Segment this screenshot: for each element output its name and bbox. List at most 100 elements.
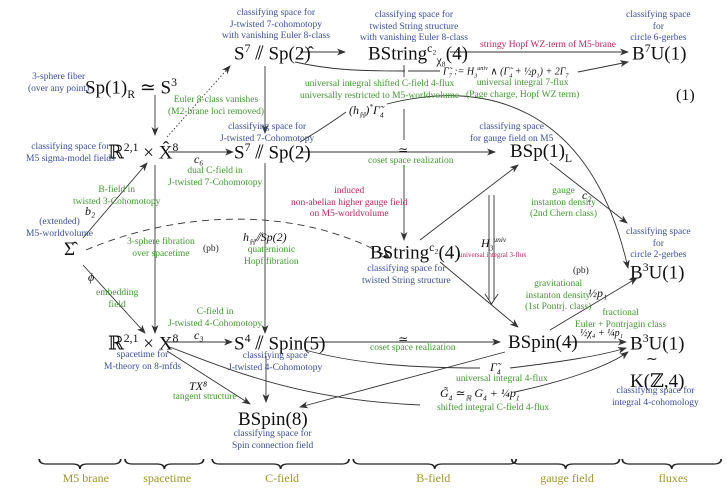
edge-bspin4-bspin8 xyxy=(299,351,506,409)
label-line: J-twisted 7-Cohomotopy xyxy=(168,177,263,188)
label-h3: H3univ xyxy=(481,235,507,253)
label-line: integral 4-cohomology xyxy=(612,397,699,408)
label-line: J-twisted 4-Cohomotopy xyxy=(228,362,323,373)
label-line: circle 2-gerbes xyxy=(630,250,687,260)
label-line: coset space realization xyxy=(370,343,456,353)
label-line: gauge xyxy=(552,186,575,196)
label-line: tangent structure xyxy=(173,392,237,402)
label-line: Spin connection field xyxy=(232,440,314,451)
label-line: instanton density xyxy=(525,290,591,301)
label-c3: c₃ xyxy=(194,328,204,342)
edge-half-p1 xyxy=(549,277,638,331)
label-line: classifying space for xyxy=(233,429,312,439)
label-line: classifying space for xyxy=(228,122,307,132)
label-line: shifted integral C-field 4-flux xyxy=(437,403,550,413)
label-line: universal integral 3-flux xyxy=(459,251,527,259)
edge-bstring-bspin4 xyxy=(439,261,519,328)
label-half-p1: ½p₁ xyxy=(588,286,608,300)
label-line: stringy Hopf WZ-term of M5-brane xyxy=(480,40,616,50)
label-line: non-abelian higher gauge field xyxy=(291,197,408,208)
label-line: Euler 8-class vanishes xyxy=(173,95,259,105)
label-flux7: universal integral 7-flux(Page charge, H… xyxy=(466,78,579,101)
label-line: classifying space xyxy=(242,351,308,361)
label-shifted-flux: shifted integral C-field 4-flux xyxy=(437,403,549,415)
label-gamma4: Γ̃4 xyxy=(490,360,501,377)
node-b3u1-top: B3U(1) xyxy=(630,261,685,284)
label-line: universally restricted to M5-worldvolume xyxy=(300,90,460,101)
label-line: (over any point) xyxy=(28,83,90,94)
edge-g4-b3u1 xyxy=(514,351,629,393)
label-hh-gamma4: (hℍ)*Γ̃4 xyxy=(349,102,384,120)
label-univ-shifted: universal integral shifted C-field 4-flu… xyxy=(300,79,459,102)
label-line: quaternionic xyxy=(247,245,296,255)
label-gamma7: Γ̃7 := H3univ ∧ (Γ̃4 + ½p1) + 2Γ7 xyxy=(443,65,569,80)
node-rx-xhat: ℝ2,1 × X̂8 xyxy=(108,141,179,164)
label-line: (2nd Chern class) xyxy=(530,209,598,219)
label-line: classifying space for xyxy=(374,10,453,20)
label-line: for gauge field on M5 xyxy=(470,133,554,144)
edge-s7hat-gamma7 xyxy=(294,61,406,72)
label-line: M5-worldvolume xyxy=(26,228,94,239)
label-line: classifying space xyxy=(479,122,544,132)
node-bspin8: BSpin(8) xyxy=(238,409,308,430)
edge-bstring-bsp1 xyxy=(419,164,519,241)
label-line: with vanishing Euler 8-class xyxy=(360,33,468,43)
label-line: (Page charge, Hopf WZ term) xyxy=(466,89,580,100)
label-line: embedding xyxy=(96,288,139,298)
label-phi: ϕ xyxy=(88,270,95,284)
edge-tx8 xyxy=(166,350,251,405)
edge-rx-g4 xyxy=(166,345,421,406)
equation-number: (1) xyxy=(676,87,695,104)
label-pb-left: (pb) xyxy=(203,244,219,254)
label-line: coset space realization xyxy=(368,156,454,166)
node-bspin4: BSpin(4) xyxy=(508,332,578,353)
label-b2: b₂ xyxy=(85,204,96,218)
footer-gauge-field: gauge field xyxy=(540,471,594,485)
label-c6: c₆ xyxy=(194,152,204,166)
label-flux3: universal integral 3-flux xyxy=(459,250,527,262)
node-b3u1-bottom: B3U(1) xyxy=(630,332,685,355)
label-sp1-s3: 3-sphere fiber(over any point) xyxy=(28,72,89,95)
label-line: classifying space for xyxy=(236,8,315,18)
label-line: J-twisted 7-cohomotopy xyxy=(229,19,322,30)
label-line: universal integral 7-flux xyxy=(476,78,569,88)
edge-induced xyxy=(85,218,391,259)
label-line: 3-sphere fiber xyxy=(32,72,86,82)
label-line: universal integral shifted C-field 4-flu… xyxy=(304,79,455,89)
label-line: (M2-brane loci removed) xyxy=(168,106,265,117)
node-sp1-s3: Sp(1)R ≃ S3 xyxy=(85,76,177,102)
label-coset-bottom: coset space realization xyxy=(370,343,455,355)
label-line: Euler + Pontrjagin class xyxy=(575,319,667,330)
label-line: 3-sphere fibration xyxy=(127,237,195,247)
node-sigma-hat: Σ̂ xyxy=(64,239,76,260)
node-k-z4: K(ℤ,4) xyxy=(630,371,685,392)
iso-symbol: ≀ xyxy=(643,356,659,362)
node-bsp1-l: BSp(1)L xyxy=(510,141,573,165)
label-line: (extended) xyxy=(39,217,80,227)
node-bstring: BStringc₂(4) xyxy=(370,241,461,264)
label-line: on M5-worldvolume xyxy=(309,209,389,219)
label-line: field xyxy=(108,299,126,310)
label-line: twisted String structure xyxy=(362,275,451,286)
node-s4-spin5: S4 ⫽ Spin(5) xyxy=(234,332,326,355)
label-sigma-hat: (extended)M5-worldvolume xyxy=(26,217,93,240)
label-tangent: tangent structure xyxy=(173,392,237,404)
label-line: classifying space for xyxy=(367,264,446,274)
